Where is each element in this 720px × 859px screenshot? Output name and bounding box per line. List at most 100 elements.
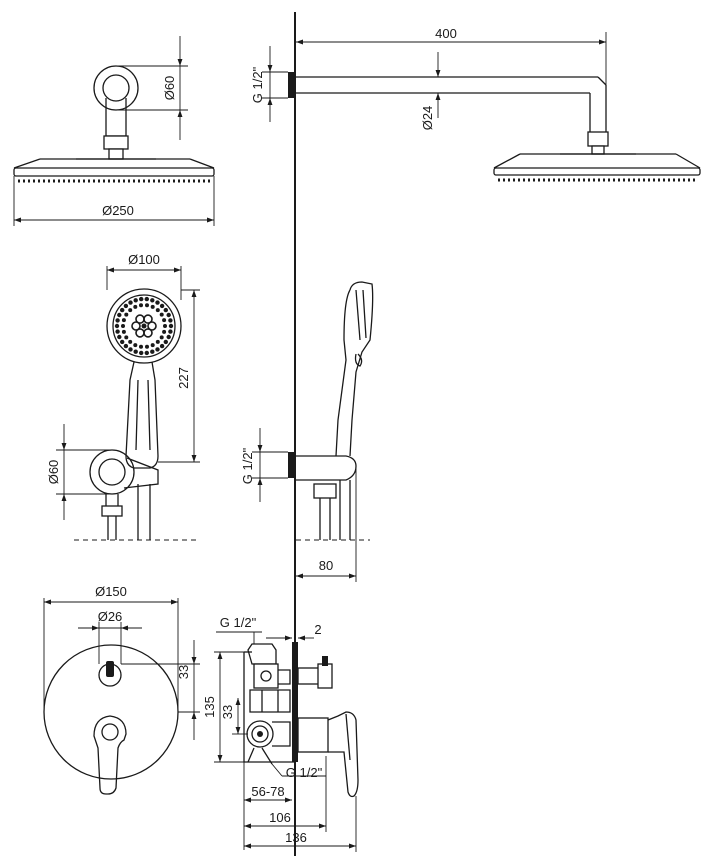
knob-offset-label: 33	[176, 665, 191, 679]
cover-plate-diameter-label: Ø150	[95, 584, 127, 599]
mixer-front-view: Ø150 Ø26 33	[43, 584, 200, 795]
nozzle-dot	[114, 323, 120, 329]
overhead-thread-label: G 1/2"	[250, 66, 265, 103]
nozzle-dot	[145, 344, 149, 349]
nozzle-dot	[123, 343, 129, 349]
box-offset-label: 33	[220, 705, 235, 719]
center-nozzle-petal	[135, 314, 145, 324]
overhead-wall-flange	[288, 72, 296, 98]
box-height-label: 135	[202, 696, 217, 718]
nozzle-dot	[168, 323, 174, 329]
nozzle-dot	[163, 307, 168, 313]
box-depth-label: 106	[269, 810, 291, 825]
nozzle-dot	[155, 300, 160, 305]
outlet-thread-label: G 1/2"	[286, 765, 323, 780]
nozzle-dot	[155, 339, 160, 344]
nozzle-dot	[123, 303, 129, 309]
arm-connector	[103, 135, 129, 150]
nozzle-dot	[133, 349, 138, 354]
center-nozzle-petal	[143, 328, 153, 338]
nozzle-dot	[128, 347, 133, 352]
arm-length-label: 400	[435, 26, 457, 41]
nozzle-dot	[139, 303, 143, 308]
nozzle-dot	[159, 303, 165, 309]
wall-flange-inner	[102, 74, 130, 102]
hand-shower-handle	[125, 361, 159, 469]
rain-head-plate	[13, 167, 215, 177]
nozzle-dot	[115, 318, 120, 323]
nozzle-dot	[159, 335, 164, 340]
nozzle-dot	[150, 349, 155, 354]
holder-wall-flange	[288, 452, 296, 478]
center-nozzle	[141, 323, 147, 329]
nozzle-dot	[150, 343, 155, 348]
nozzle-dot	[133, 298, 138, 303]
nozzle-dot	[139, 296, 144, 302]
nozzle-dot	[121, 324, 125, 328]
nozzle-dot	[139, 344, 143, 349]
nozzle-dot	[133, 304, 138, 309]
rain-head-side	[493, 167, 701, 176]
nozzle-dot	[163, 339, 168, 345]
nozzle-dot	[124, 335, 129, 340]
nozzle-dot	[145, 303, 149, 308]
nozzle-dot	[144, 296, 149, 302]
overall-depth-label: 136	[285, 830, 307, 845]
nozzle-dot	[150, 304, 155, 309]
top-thread-label: G 1/2"	[220, 615, 257, 630]
nozzle-dot	[150, 298, 155, 303]
mixer-side-view: G 1/2" 2 135 33 G 1/2" 56-78 106 136	[202, 615, 359, 852]
center-nozzle-petal	[135, 328, 145, 338]
nozzle-dot	[128, 300, 133, 305]
nozzle-dot	[163, 324, 167, 328]
install-depth-label: 56-78	[251, 784, 284, 799]
nozzle-dot	[155, 347, 160, 352]
nozzle-dot	[117, 334, 122, 340]
nozzle-dot	[133, 343, 138, 348]
nozzle-dot	[128, 339, 133, 344]
nozzle-dot	[121, 318, 126, 323]
hand-shower-length-label: 227	[176, 367, 191, 389]
nozzle-dot	[166, 334, 171, 340]
plate-gap-label: 2	[314, 622, 321, 637]
nozzle-dot	[168, 318, 173, 323]
arm-diameter-label: Ø24	[420, 106, 435, 131]
nozzle-dot	[162, 329, 167, 334]
nozzle-dot	[124, 312, 129, 317]
nozzle-pattern	[114, 296, 174, 356]
overhead-front-view: Ø60 Ø250	[13, 36, 215, 226]
nozzle-dot	[159, 312, 164, 317]
nozzle-dot	[162, 318, 167, 323]
center-nozzle-petal	[131, 321, 141, 331]
hand-shower-side-view: G 1/2" 80	[240, 281, 374, 582]
nozzle-dot	[120, 339, 125, 345]
nozzle-dot	[139, 350, 144, 356]
nozzle-dot	[144, 350, 149, 356]
hand-shower-diameter-label: Ø100	[128, 252, 160, 267]
hand-shower-head	[106, 288, 182, 364]
nozzle-dot	[128, 308, 133, 313]
holder-thread-label: G 1/2"	[240, 447, 255, 484]
holder-flange-diameter-label: Ø60	[46, 460, 61, 485]
hand-shower-front-view: Ø100 227 Ø60	[46, 252, 200, 541]
holder-flange-inner	[98, 458, 126, 486]
knob-diameter-label: Ø26	[98, 609, 123, 624]
center-nozzle-petal	[147, 321, 157, 331]
nozzle-dot	[115, 329, 120, 334]
wall-flange-outer	[93, 65, 139, 111]
nozzle-dot	[159, 343, 165, 349]
nozzle-dot	[168, 329, 173, 334]
nozzle-dot	[120, 307, 125, 313]
wall-flange-diameter-label: Ø60	[162, 76, 177, 101]
nozzle-dot	[166, 312, 171, 318]
center-nozzle-petal	[143, 314, 153, 324]
holder-projection-label: 80	[319, 558, 333, 573]
nozzle-dot	[117, 312, 122, 318]
nozzle-dot	[155, 308, 160, 313]
overhead-side-view: 400 G 1/2" Ø24	[250, 26, 701, 182]
rain-head-diameter-label: Ø250	[102, 203, 134, 218]
nozzle-dot	[121, 329, 126, 334]
mixer-lever	[93, 715, 127, 795]
